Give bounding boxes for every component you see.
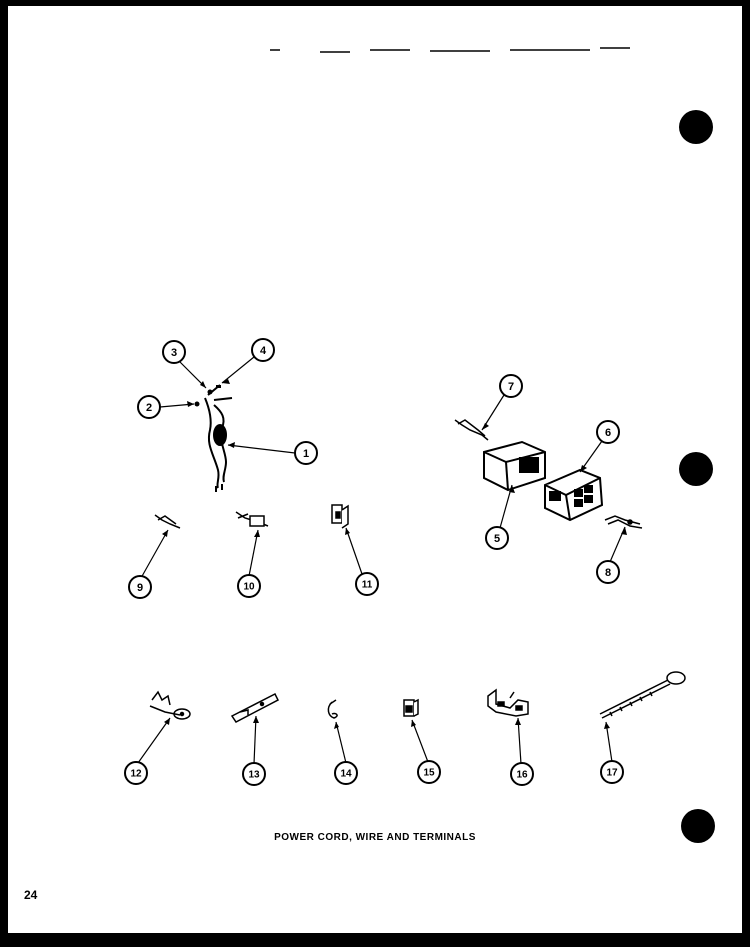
callout-17 [600,760,624,784]
clip-14-part [327,699,338,719]
callout-label-2: 2 [146,402,152,414]
callout-label-13: 13 [248,770,260,781]
connector-housing-5-part [483,440,546,492]
callout-2 [137,395,161,419]
callout-label-9: 9 [137,582,143,594]
callout-label-16: 16 [516,770,528,781]
callout-6 [596,420,620,444]
callout-9 [128,575,152,599]
callout-label-4: 4 [260,345,267,357]
callout-label-7: 7 [508,381,514,393]
leader-arrowheads [162,379,627,729]
callout-label-17: 17 [606,768,618,779]
callout-label-1: 1 [303,448,309,460]
ring-terminal-12-part [149,690,191,720]
callout-7 [499,374,523,398]
wire-terminal-4 [216,385,221,388]
callout-12 [124,761,148,785]
callout-8 [596,560,620,584]
callout-5 [485,526,509,550]
callout-1 [294,441,318,465]
callout-label-15: 15 [423,768,435,779]
binder-hole-bottom [681,809,715,843]
callout-4 [251,338,275,362]
terminal-10-part [235,511,269,527]
callout-label-8: 8 [605,567,611,579]
connector-housing-6-part [544,468,604,522]
bracket-16-part [487,688,529,717]
wire-terminal-3 [207,389,213,395]
terminal-11-part [331,504,349,529]
callout-16 [510,762,534,786]
top-edge-marks [270,47,630,53]
page-number: 24 [24,888,38,902]
cable-tie-17-part [599,671,686,719]
power-cord-part [204,384,233,492]
callout-10 [237,574,261,598]
callout-label-5: 5 [494,533,500,545]
figure-caption: POWER CORD, WIRE AND TERMINALS [274,832,476,843]
terminal-9-part [154,514,181,529]
callout-label-10: 10 [243,582,255,593]
callout-label-12: 12 [130,769,142,780]
wire-terminal-2 [194,401,200,407]
callout-label-3: 3 [171,347,177,359]
connector-15-part [403,698,419,717]
callout-label-6: 6 [605,427,611,439]
callout-14 [334,761,358,785]
splice-13-part [230,692,279,723]
terminal-8-part [604,515,643,529]
callout-13 [242,762,266,786]
binder-hole-middle [679,452,713,486]
terminal-7-part [454,419,489,441]
callout-label-14: 14 [340,769,352,780]
callout-3 [162,340,186,364]
callout-11 [355,572,379,596]
binder-hole-top [679,110,713,144]
callout-15 [417,760,441,784]
callout-label-11: 11 [362,580,373,591]
